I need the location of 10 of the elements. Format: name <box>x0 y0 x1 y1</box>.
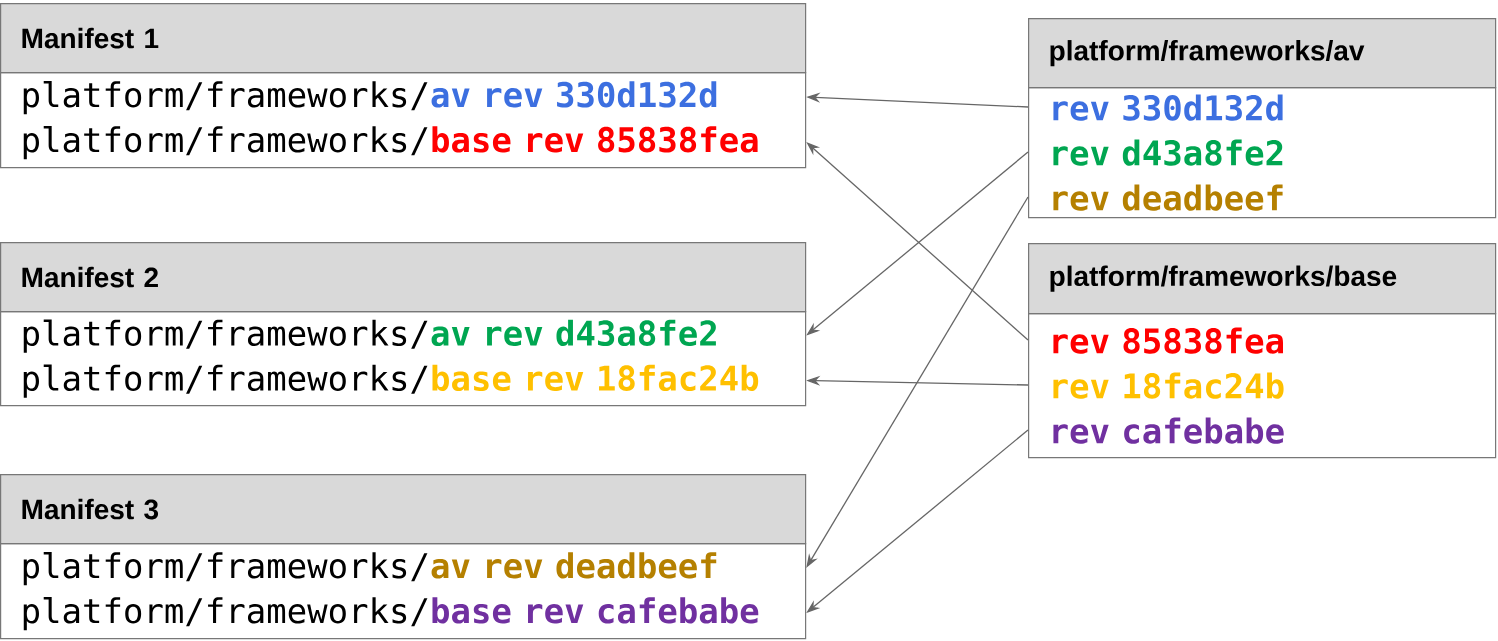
code-box: rev 330d132d rev d43a8fe2 rev deadbeef <box>1028 87 1497 219</box>
header-box: Manifest 1 <box>0 3 807 74</box>
header-box: Manifest 2 <box>0 242 807 313</box>
code-box: platform/frameworks/av rev deadbeef platform/frameworks/base rev cafebabe <box>0 543 807 640</box>
code-box: platform/frameworks/av rev 330d132d platform/frameworks/base rev 85838fea <box>0 72 807 169</box>
code-box: rev 85838fea rev 18fac24b rev cafebabe <box>1028 313 1497 459</box>
code-box: platform/frameworks/av rev d43a8fe2 platform/frameworks/base rev 18fac24b <box>0 311 807 407</box>
header-box: platform/frameworks/av <box>1028 18 1497 89</box>
header-box: Manifest 3 <box>0 474 807 545</box>
header-box: platform/frameworks/base <box>1028 243 1497 315</box>
